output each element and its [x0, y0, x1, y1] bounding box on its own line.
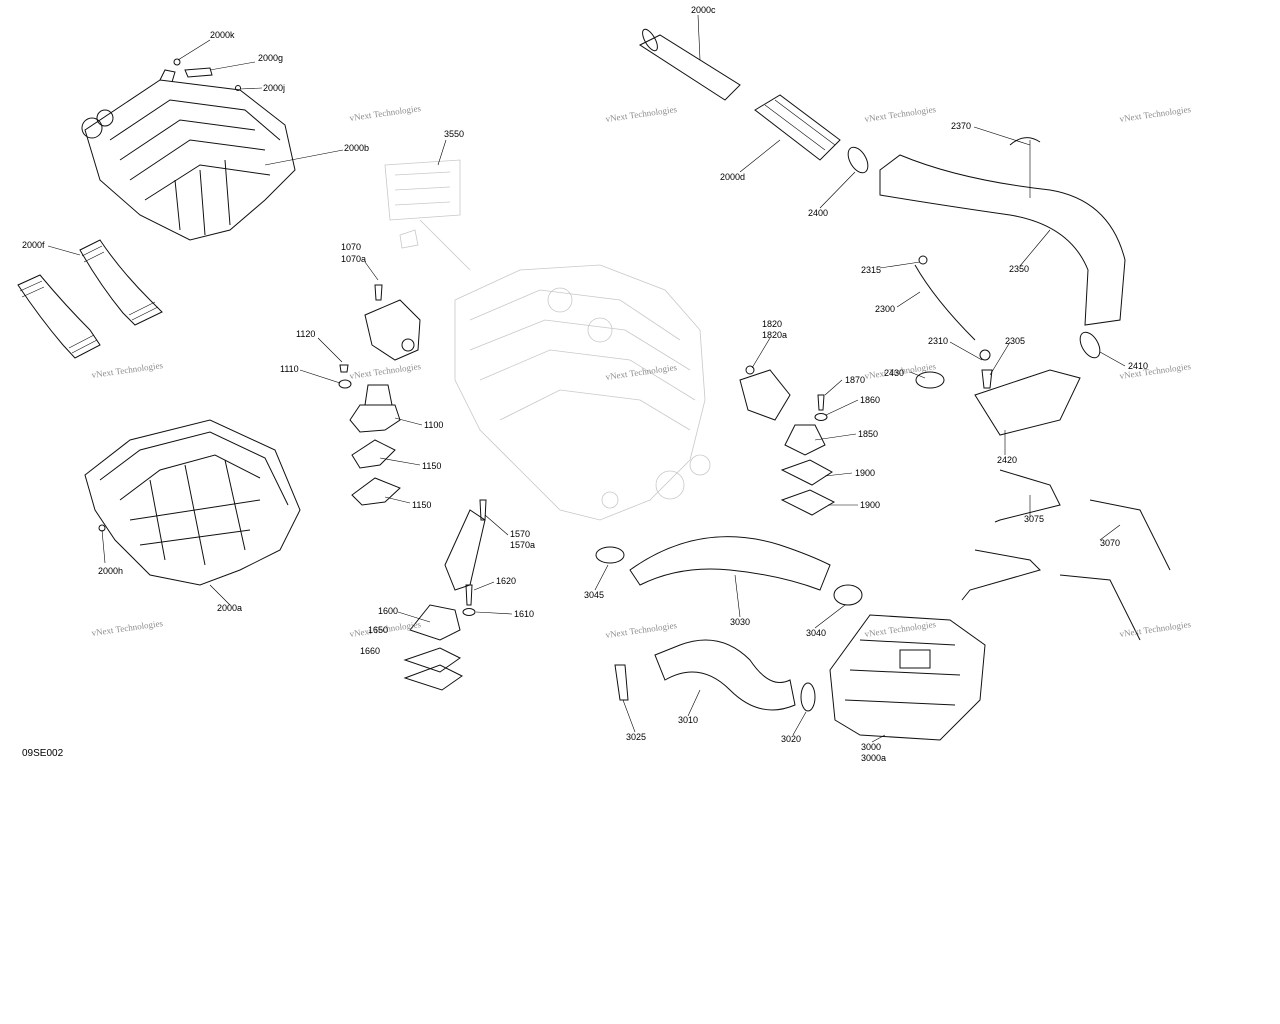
- part-label: 2400: [808, 208, 828, 218]
- manifold-lower-2000a: [84, 419, 301, 586]
- part-label: 2000a: [217, 603, 242, 613]
- part-label: 1120: [296, 329, 315, 339]
- part-label: 3550: [444, 129, 464, 139]
- part-label: 3045: [584, 590, 604, 600]
- part-label: 1070a: [341, 254, 366, 264]
- part-label: 1900: [855, 468, 875, 478]
- part-label: 2000d: [720, 172, 745, 182]
- part-label: 3000: [861, 742, 881, 752]
- ducts-2000f: [17, 239, 163, 359]
- part-label: 1860: [860, 395, 880, 405]
- straps-3070-3075: [961, 469, 1171, 641]
- part-label: 2430: [884, 368, 904, 378]
- watermark: vNext Technologies: [349, 361, 422, 381]
- part-label: 2420: [997, 455, 1017, 465]
- part-label: 2000j: [263, 83, 285, 93]
- part-label: 1850: [858, 429, 878, 439]
- part-label: 1660: [360, 646, 380, 656]
- part-label: 2310: [928, 336, 948, 346]
- part-label: 2000b: [344, 143, 369, 153]
- watermark: vNext Technologies: [605, 362, 678, 382]
- engine-mount-1600: [403, 499, 487, 691]
- part-label: 2000g: [258, 53, 283, 63]
- part-label: 2000f: [22, 240, 45, 250]
- part-label: 2000c: [691, 5, 716, 15]
- part-label: 2300: [875, 304, 895, 314]
- watermark: vNext Technologies: [349, 103, 422, 123]
- engine-block-ghost: [384, 159, 711, 521]
- part-label: 1100: [424, 420, 443, 430]
- part-label: 1150: [422, 461, 441, 471]
- engine-mount-1850: [739, 365, 836, 516]
- part-label: 1600: [378, 606, 398, 616]
- leader-lines: [47, 14, 1126, 743]
- part-label: 1620: [496, 576, 516, 586]
- part-label: 3075: [1024, 514, 1044, 524]
- watermark: vNext Technologies: [605, 620, 678, 640]
- watermark: vNext Technologies: [91, 618, 164, 638]
- part-label: 1870: [845, 375, 865, 385]
- part-label: 1570a: [510, 540, 535, 550]
- part-label: 3040: [806, 628, 826, 638]
- part-label: 2370: [951, 121, 971, 131]
- watermark: vNext Technologies: [864, 104, 937, 124]
- part-label: 1570: [510, 529, 530, 539]
- part-label: 1650: [368, 625, 388, 635]
- part-label: 1070: [341, 242, 361, 252]
- diagram-code: 09SE002: [22, 748, 64, 759]
- part-label: 2315: [861, 265, 881, 275]
- part-label: 1820a: [762, 330, 787, 340]
- air-intake-assembly: [638, 28, 1126, 436]
- part-label: 2350: [1009, 264, 1029, 274]
- part-label: 1150: [412, 500, 431, 510]
- engine-mount-1100: [338, 284, 421, 506]
- part-label: 3025: [626, 732, 646, 742]
- part-label: 3010: [678, 715, 698, 725]
- part-label: 2410: [1128, 361, 1148, 371]
- watermark: vNext Technologies: [91, 360, 164, 380]
- part-label: 2305: [1005, 336, 1025, 346]
- part-label: 1820: [762, 319, 782, 329]
- part-label: 2000h: [98, 566, 123, 576]
- watermark: vNext Technologies: [1119, 104, 1192, 124]
- part-label: 3000a: [861, 753, 886, 763]
- intercooler-assembly: [595, 536, 986, 741]
- part-label: 3030: [730, 617, 750, 627]
- watermark: vNext Technologies: [1119, 619, 1192, 639]
- part-labels: 2000k 2000g 2000j 2000b 2000f 2000h 2000…: [22, 5, 1148, 763]
- intake-manifold-2000b: [81, 58, 296, 241]
- part-label: 2000k: [210, 30, 235, 40]
- part-label: 1900: [860, 500, 880, 510]
- watermark: vNext Technologies: [864, 619, 937, 639]
- watermark: vNext Technologies: [605, 104, 678, 124]
- part-label: 3070: [1100, 538, 1120, 548]
- part-label: 3020: [781, 734, 801, 744]
- part-label: 1110: [280, 364, 299, 374]
- part-label: 1610: [514, 609, 534, 619]
